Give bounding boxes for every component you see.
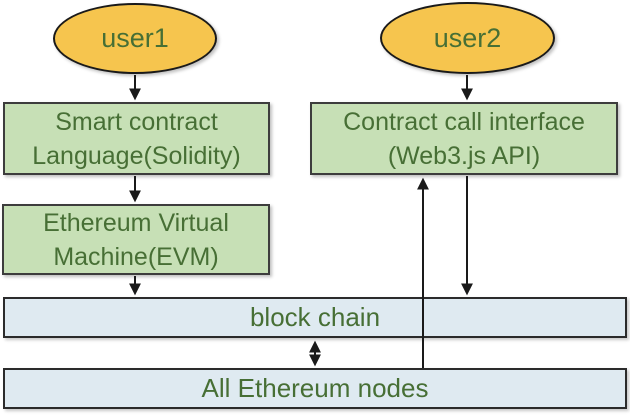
node-contract-call-line2: (Web3.js API) [387, 141, 541, 170]
node-contract-call-interface: Contract call interface (Web3.js API) [310, 102, 618, 175]
node-user2-label: user2 [433, 22, 502, 53]
node-all-ethereum-nodes-label: All Ethereum nodes [201, 373, 429, 403]
node-smart-contract-line2: Language(Solidity) [32, 141, 241, 170]
node-user1: user1 [53, 3, 217, 74]
node-smart-contract-language: Smart contract Language(Solidity) [3, 102, 270, 175]
node-all-ethereum-nodes: All Ethereum nodes [3, 368, 627, 409]
node-block-chain-label: block chain [249, 302, 381, 332]
node-block-chain: block chain [3, 297, 627, 338]
node-user2: user2 [380, 2, 555, 74]
node-contract-call-line1: Contract call interface [343, 107, 585, 136]
node-user1-label: user1 [101, 23, 169, 53]
node-evm-line2: Machine(EVM) [53, 242, 219, 271]
node-evm-line1: Ethereum Virtual [43, 208, 229, 237]
node-ethereum-virtual-machine: Ethereum Virtual Machine(EVM) [2, 204, 270, 275]
node-smart-contract-line1: Smart contract [55, 107, 218, 136]
